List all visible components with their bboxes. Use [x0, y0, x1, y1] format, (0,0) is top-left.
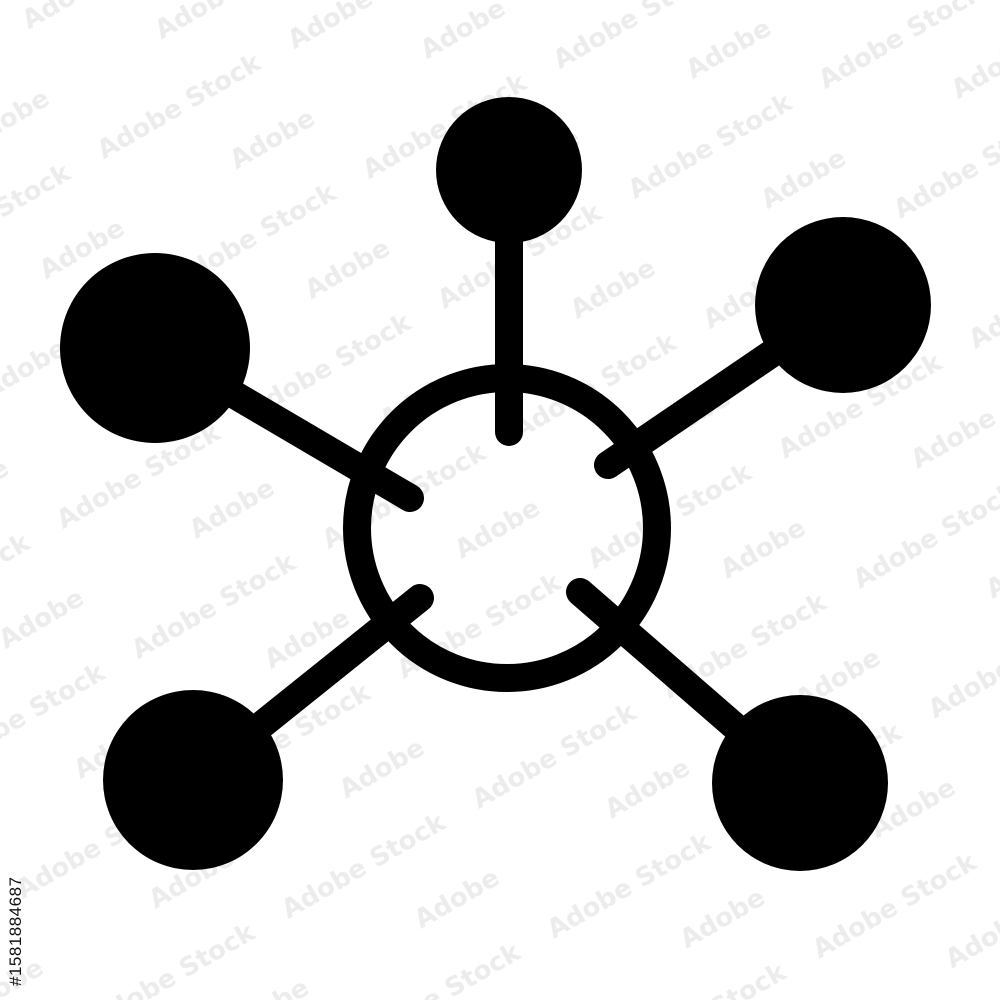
node-top — [436, 97, 582, 243]
node-right — [755, 217, 931, 393]
node-bottom-right — [712, 695, 888, 871]
stock-id-label: #1581884687 — [6, 876, 25, 986]
node-left — [60, 253, 250, 443]
node-bottom-left — [103, 690, 283, 870]
